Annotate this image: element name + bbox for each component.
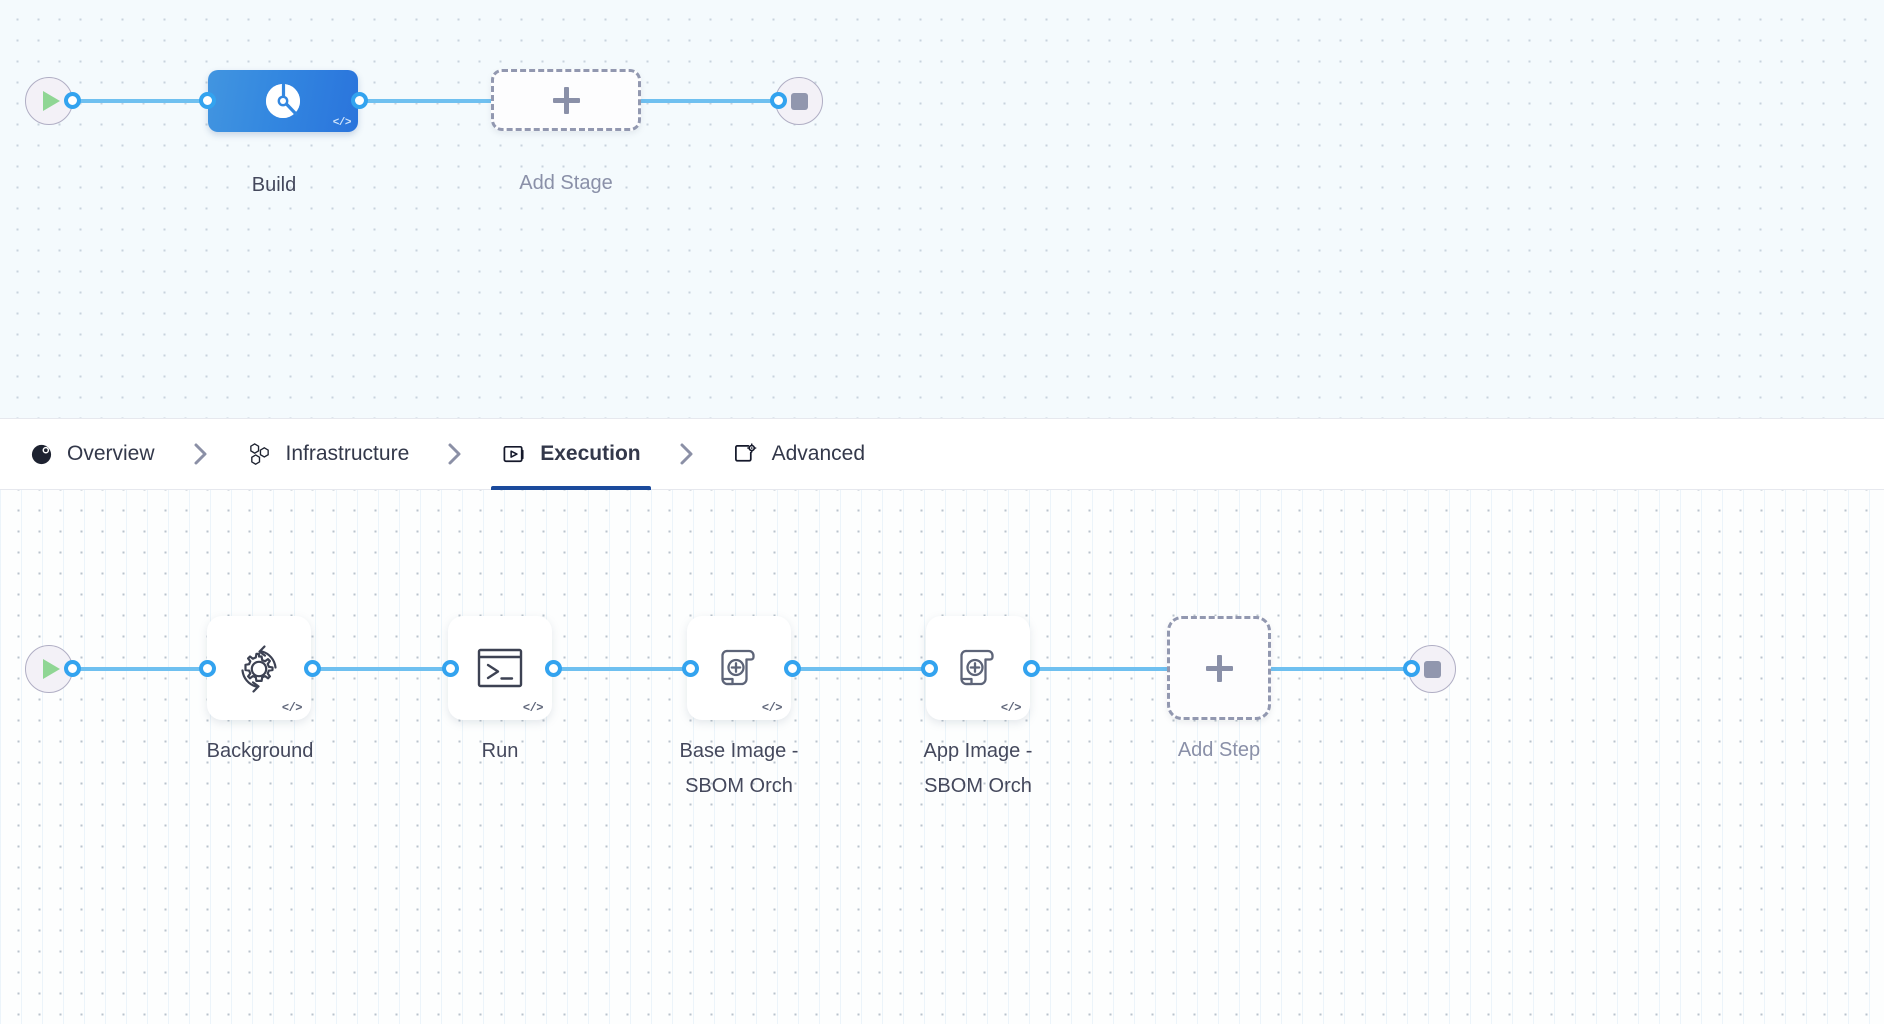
- step-node-background[interactable]: </>: [207, 616, 311, 720]
- sbom-scroll-icon: [721, 649, 755, 686]
- add-stage-label: Add Stage: [519, 172, 613, 194]
- stage-port-start-out[interactable]: [64, 92, 81, 109]
- tab-advanced[interactable]: Advanced: [723, 419, 875, 489]
- step-code-badge: </>: [281, 701, 303, 715]
- stop-icon: [790, 92, 808, 110]
- step-label-app-image-sbom-orch: App Image - SBOM Orch: [923, 740, 1033, 797]
- step-port-baseimage-out[interactable]: [784, 660, 801, 677]
- step-wire-baseimage-appimage: [786, 667, 934, 671]
- play-box-icon: [501, 441, 527, 467]
- chevron-right-icon: [680, 443, 693, 465]
- step-node-run[interactable]: </>: [448, 616, 552, 720]
- stop-icon: [1423, 660, 1441, 678]
- stage-wire-addstage-end: [560, 99, 790, 103]
- add-stage-button[interactable]: [491, 69, 641, 131]
- stage-code-badge: </>: [332, 117, 352, 129]
- step-port-background-out[interactable]: [304, 660, 321, 677]
- hexagon-cluster-icon: [247, 441, 273, 467]
- play-icon: [43, 91, 60, 111]
- tab-advanced-label: Advanced: [771, 442, 866, 465]
- tab-separator-1: [165, 419, 237, 489]
- tab-execution[interactable]: Execution: [491, 419, 651, 490]
- stage-graph-canvas[interactable]: </> Build Add Stage: [0, 0, 1884, 418]
- step-wire-appimage-addstep: [1025, 667, 1205, 671]
- add-step-label: Add Step: [1177, 739, 1261, 761]
- tab-overview-label: Overview: [67, 442, 155, 465]
- chevron-right-icon: [194, 443, 207, 465]
- step-code-badge: </>: [522, 701, 544, 715]
- tab-execution-label: Execution: [540, 442, 641, 465]
- stage-port-build-in[interactable]: [199, 92, 216, 109]
- step-port-appimage-out[interactable]: [1023, 660, 1040, 677]
- stage-port-build-out[interactable]: [351, 92, 368, 109]
- plus-icon: [551, 85, 581, 115]
- step-port-run-in[interactable]: [442, 660, 459, 677]
- harness-ci-icon: [266, 83, 300, 118]
- stage-port-end-in[interactable]: [770, 92, 787, 109]
- step-node-app-image-sbom-orch[interactable]: </>: [926, 616, 1030, 720]
- step-code-badge: </>: [1000, 701, 1022, 715]
- step-wire-start-background: [72, 667, 220, 671]
- step-port-start-out[interactable]: [64, 660, 81, 677]
- terminal-icon: [477, 648, 523, 688]
- step-wire-addstep-end: [1268, 667, 1418, 671]
- tab-infrastructure[interactable]: Infrastructure: [237, 419, 420, 489]
- tab-separator-2: [419, 419, 491, 489]
- step-port-end-in[interactable]: [1403, 660, 1420, 677]
- step-code-badge: </>: [761, 701, 783, 715]
- step-port-background-in[interactable]: [199, 660, 216, 677]
- tab-separator-3: [651, 419, 723, 489]
- stage-label-build: Build: [251, 174, 297, 196]
- step-port-run-out[interactable]: [545, 660, 562, 677]
- step-label-base-image-sbom-orch: Base Image - SBOM Orch: [679, 740, 799, 797]
- stage-node-build[interactable]: </>: [208, 70, 358, 132]
- play-icon: [43, 659, 60, 679]
- step-node-base-image-sbom-orch[interactable]: </>: [687, 616, 791, 720]
- step-port-appimage-in[interactable]: [921, 660, 938, 677]
- stage-config-tabs: Overview Infrastructure: [0, 418, 1884, 490]
- card-gear-icon: [733, 441, 759, 467]
- step-label-run: Run: [481, 740, 519, 762]
- step-wire-background-run: [307, 667, 455, 671]
- execution-graph-canvas[interactable]: </> Background </> Run: [0, 490, 1884, 1024]
- tab-overview[interactable]: Overview: [18, 419, 165, 489]
- add-step-button[interactable]: [1167, 616, 1271, 720]
- step-wire-run-baseimage: [546, 667, 694, 671]
- overview-pie-icon: [28, 441, 54, 467]
- tab-infrastructure-label: Infrastructure: [285, 442, 410, 465]
- plus-icon: [1204, 653, 1234, 683]
- chevron-right-icon: [448, 443, 461, 465]
- gear-refresh-icon: [241, 645, 277, 693]
- step-port-baseimage-in[interactable]: [682, 660, 699, 677]
- sbom-scroll-icon: [960, 649, 994, 686]
- step-label-background: Background: [206, 740, 314, 762]
- stage-wire-build-addstage: [356, 99, 584, 103]
